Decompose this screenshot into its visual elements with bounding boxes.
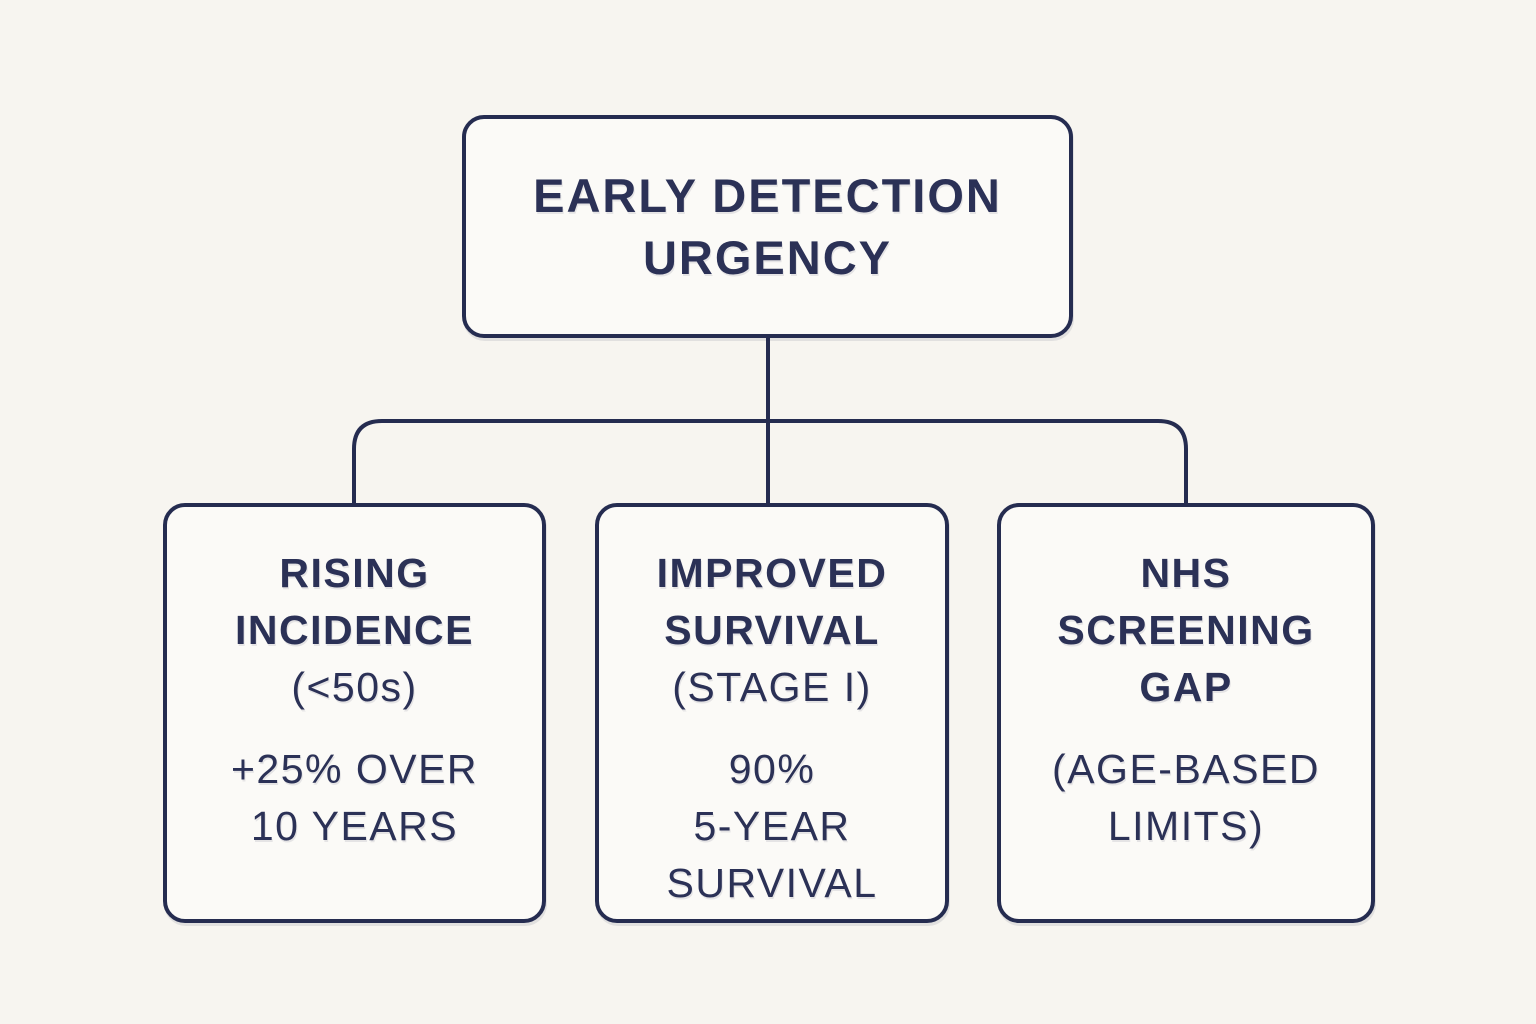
child-qualifier-line: (<50s) xyxy=(291,664,418,710)
child-detail-line: +25% OVER xyxy=(230,746,479,792)
child-heading-line: SCREENING xyxy=(1057,607,1315,653)
child-detail-line: 90% xyxy=(728,746,816,792)
child-heading-line: NHS xyxy=(1140,550,1232,596)
child-detail-line: SURVIVAL xyxy=(666,860,878,906)
child-box-nhs-screening-gap: NHS SCREENING GAP (AGE-BASED LIMITS) xyxy=(997,503,1375,923)
child-detail-block: 90% 5-YEAR SURVIVAL xyxy=(599,741,945,912)
child-detail-line: 5-YEAR xyxy=(693,803,851,849)
child-box-improved-survival: IMPROVED SURVIVAL (STAGE I) 90% 5-YEAR S… xyxy=(595,503,949,923)
child-detail-block: +25% OVER 10 YEARS xyxy=(167,741,542,855)
root-box-early-detection-urgency: EARLY DETECTION URGENCY xyxy=(462,115,1073,338)
child-heading-line: SURVIVAL xyxy=(664,607,880,653)
child-detail-line: 10 YEARS xyxy=(250,803,459,849)
child-heading-line: GAP xyxy=(1139,664,1233,710)
child-heading-line: RISING xyxy=(279,550,430,596)
root-title-line: EARLY DETECTION xyxy=(533,168,1002,222)
child-heading-line: IMPROVED xyxy=(656,550,888,596)
child-qualifier-line: (STAGE I) xyxy=(672,664,872,710)
root-title-line: URGENCY xyxy=(642,230,893,284)
child-box-rising-incidence: RISING INCIDENCE (<50s) +25% OVER 10 YEA… xyxy=(163,503,546,923)
child-detail-block: (AGE-BASED LIMITS) xyxy=(1001,741,1371,855)
child-detail-line: LIMITS) xyxy=(1107,803,1265,849)
child-detail-line: (AGE-BASED xyxy=(1052,746,1320,792)
child-heading-line: INCIDENCE xyxy=(234,607,475,653)
